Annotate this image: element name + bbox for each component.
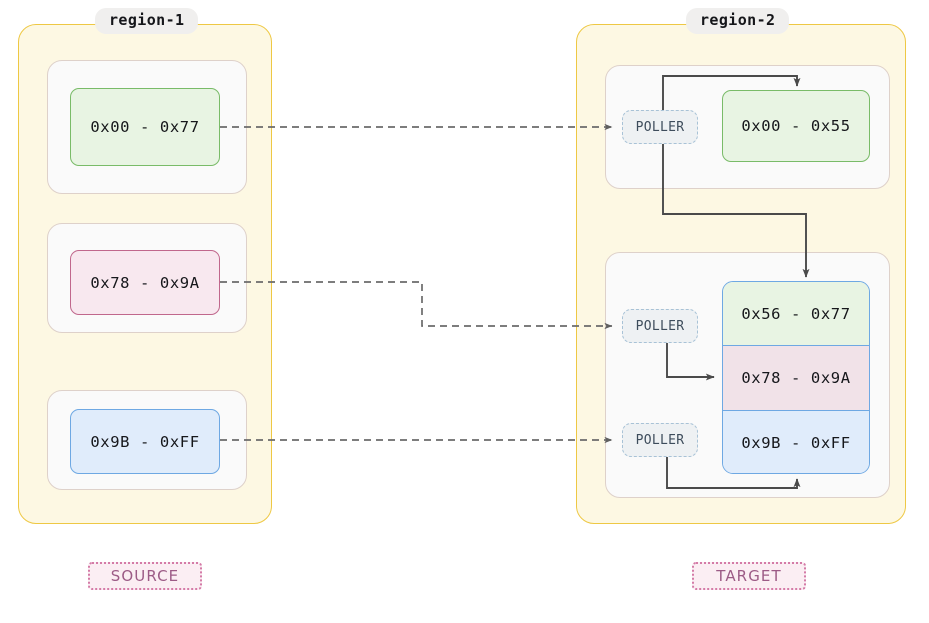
source-tag: SOURCE — [88, 562, 202, 590]
target-stack-segment-2[interactable]: 0x78 - 0x9A — [723, 346, 869, 411]
poller-node-2[interactable]: POLLER — [622, 309, 698, 343]
region-1-label: region-1 — [95, 8, 199, 34]
target-stack-segment-1[interactable]: 0x56 - 0x77 — [723, 282, 869, 347]
source-range-block-1[interactable]: 0x00 - 0x77 — [70, 88, 220, 166]
edge-source2-to-poller2 — [220, 281, 613, 330]
target-range-stack: 0x56 - 0x77 0x78 - 0x9A 0x9B - 0xFF — [722, 281, 870, 474]
source-range-block-3[interactable]: 0x9B - 0xFF — [70, 409, 220, 474]
source-range-block-2[interactable]: 0x78 - 0x9A — [70, 250, 220, 315]
target-range-block-1[interactable]: 0x00 - 0x55 — [722, 90, 870, 162]
region-2-label: region-2 — [686, 8, 790, 34]
poller-node-3[interactable]: POLLER — [622, 423, 698, 457]
poller-node-1[interactable]: POLLER — [622, 110, 698, 144]
target-tag: TARGET — [692, 562, 806, 590]
target-stack-segment-3[interactable]: 0x9B - 0xFF — [723, 410, 869, 473]
